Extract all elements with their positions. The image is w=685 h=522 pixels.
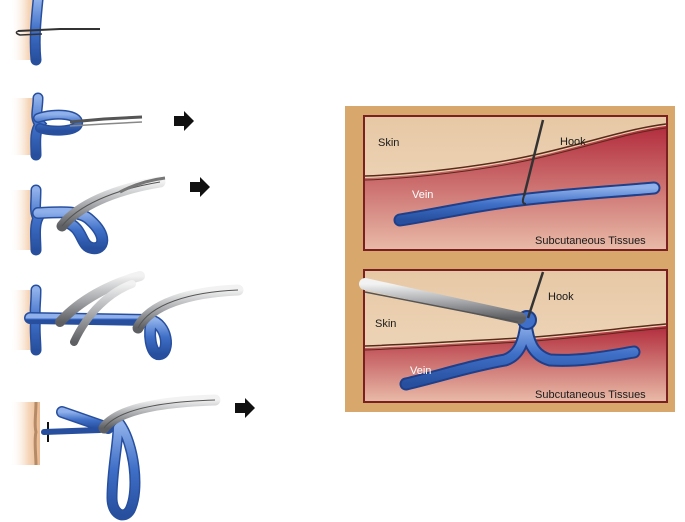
cross-section-bottom: Hook Skin Vein Subcutaneous Tissues	[359, 269, 668, 403]
hook-instrument	[17, 28, 100, 32]
forceps-instrument	[359, 278, 526, 324]
hook-instrument	[69, 115, 143, 124]
step-3	[10, 176, 210, 256]
right-arrow-icon	[235, 398, 255, 418]
hook-instrument	[526, 271, 545, 319]
skin-label: Skin	[375, 318, 396, 330]
step-4	[10, 271, 244, 360]
right-arrow-icon	[174, 111, 194, 131]
skin-label: Skin	[378, 137, 399, 149]
step-2	[10, 92, 194, 161]
skin-edge	[10, 402, 40, 465]
cross-section-top: Skin Hook Vein Subcutaneous Tissues	[363, 115, 668, 251]
tissue-label: Subcutaneous Tissues	[535, 389, 646, 401]
step-1	[10, 0, 100, 66]
skin-line	[364, 123, 667, 177]
step-5	[10, 394, 255, 521]
tissue-label: Subcutaneous Tissues	[535, 235, 646, 247]
vein-label: Vein	[412, 189, 433, 201]
hook-instrument	[522, 119, 545, 197]
hook-label: Hook	[548, 291, 574, 303]
hook-label: Hook	[560, 136, 586, 148]
subcutaneous-tissue	[365, 326, 666, 401]
forceps-instrument-left	[55, 271, 145, 327]
right-arrow-icon	[190, 177, 210, 197]
vein-label: Vein	[410, 365, 431, 377]
vein-stump	[41, 427, 103, 435]
